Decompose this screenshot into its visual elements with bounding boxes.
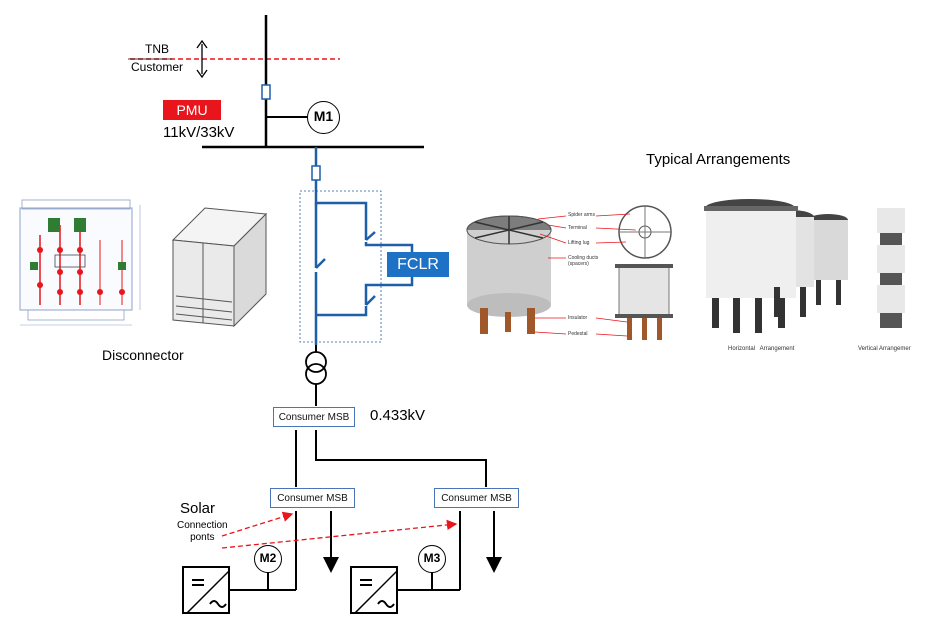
solar-arrow-1 <box>221 511 294 537</box>
feeder-breaker <box>311 165 321 181</box>
disconnector-front-drawing <box>19 199 141 326</box>
horizontal-arrangement-caption: Horizontal Arrangement <box>728 346 795 352</box>
meter-m2: M2 <box>254 545 282 573</box>
consumer-msb-right: Consumer MSB <box>434 488 519 508</box>
incoming-breaker <box>261 84 271 100</box>
callout-insulator: Insulator <box>568 315 588 321</box>
horizontal-arrangement-image <box>704 199 848 333</box>
inverter-symbol-icon <box>354 570 396 612</box>
callout-lifting-lug: Lifting lug <box>568 240 590 246</box>
hv-voltage-label: 11kV/33kV <box>163 124 235 141</box>
tnb-label: TNB <box>145 42 169 56</box>
meter-m3: M3 <box>418 545 446 573</box>
customer-label: Customer <box>131 60 184 74</box>
fclr-label: FCLR <box>387 252 449 277</box>
callout-cooling-ducts: Cooling ducts (spacers) <box>568 255 599 267</box>
solar-inverter-2 <box>350 566 398 614</box>
connection-points-label: Connection ponts <box>177 520 228 543</box>
callout-terminal: Terminal <box>568 225 587 231</box>
disconnector-label: Disconnector <box>102 347 184 363</box>
air-core-reactor-image <box>466 205 673 340</box>
solar-arrow-2 <box>221 519 458 549</box>
callout-spider-arms: Spider arms <box>568 212 595 218</box>
pmu-badge: PMU <box>163 100 221 120</box>
consumer-msb-left: Consumer MSB <box>270 488 355 508</box>
solar-inverter-1 <box>182 566 230 614</box>
typical-arrangements-title: Typical Arrangements <box>646 151 791 168</box>
callout-pedestal: Pedestal <box>568 331 588 337</box>
solar-label: Solar <box>180 500 216 517</box>
transformer-primary <box>305 351 327 373</box>
consumer-msb-main: Consumer MSB <box>273 407 355 427</box>
lv-voltage-label: 0.433kV <box>370 407 426 424</box>
fclr-circuit <box>314 201 414 345</box>
vertical-arrangement-image <box>877 208 905 328</box>
meter-m1: M1 <box>307 101 340 134</box>
transformer-secondary <box>305 363 327 385</box>
vertical-arrangement-caption: Vertical Arrangemer <box>858 346 911 352</box>
disconnector-cabinet-drawing <box>171 207 268 328</box>
inverter-symbol-icon <box>186 570 228 612</box>
fclr-enclosure <box>299 190 382 343</box>
